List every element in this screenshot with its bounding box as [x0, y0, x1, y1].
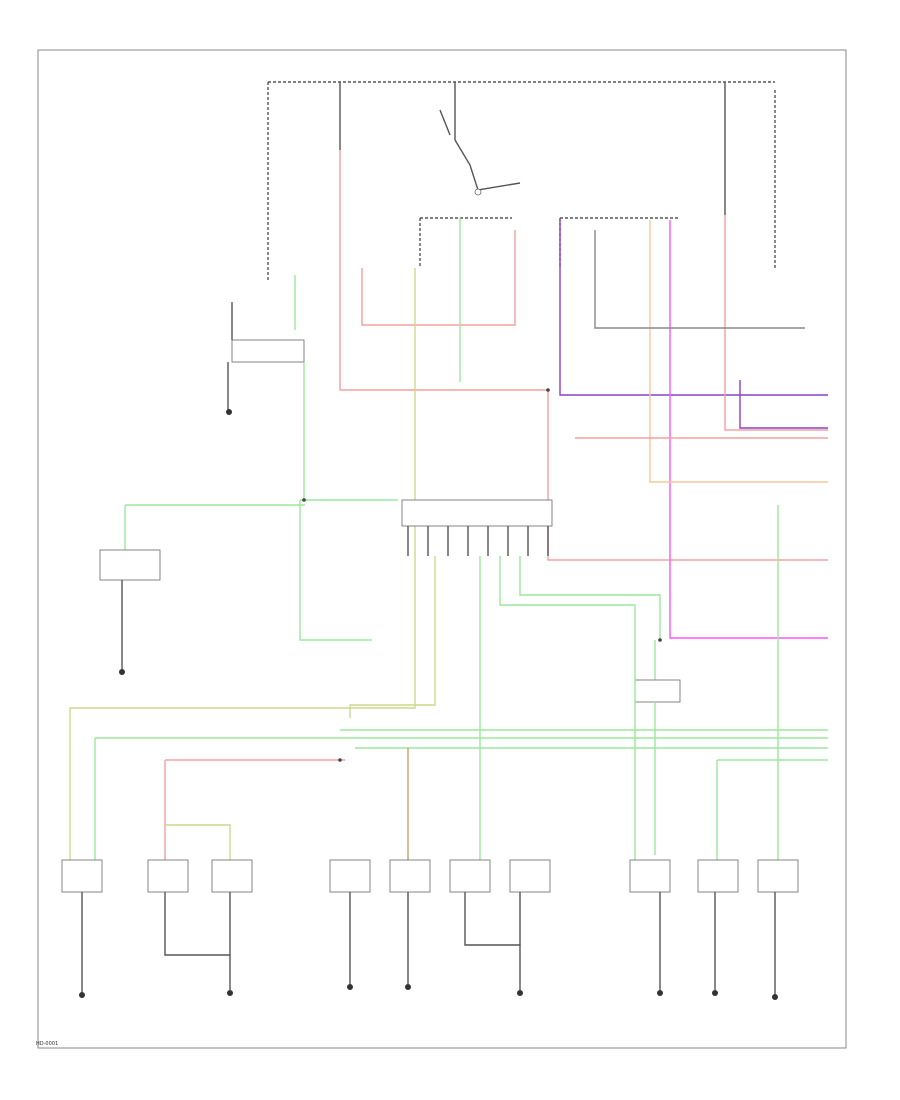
lamp-2	[147, 859, 233, 996]
lamp-5	[389, 859, 431, 990]
lamp-3	[211, 859, 253, 955]
junction-dots	[302, 388, 662, 762]
page-code: HD-0001	[36, 1041, 59, 1047]
diagram-frame	[37, 49, 847, 1049]
lamp-9	[697, 859, 739, 996]
right-relay	[634, 640, 681, 855]
left-relay-branch	[99, 504, 305, 675]
lamp-6	[449, 859, 523, 996]
combination-switch	[226, 275, 398, 641]
lamp-1	[61, 859, 103, 998]
lamp-row	[61, 859, 799, 1000]
lamp-8	[629, 859, 671, 996]
headlight-relay	[419, 109, 680, 268]
center-connector	[401, 499, 553, 556]
lamp-10	[757, 859, 799, 1000]
lamp-7	[509, 859, 551, 945]
lamp-4	[329, 859, 371, 990]
top-power-bus	[267, 81, 776, 282]
